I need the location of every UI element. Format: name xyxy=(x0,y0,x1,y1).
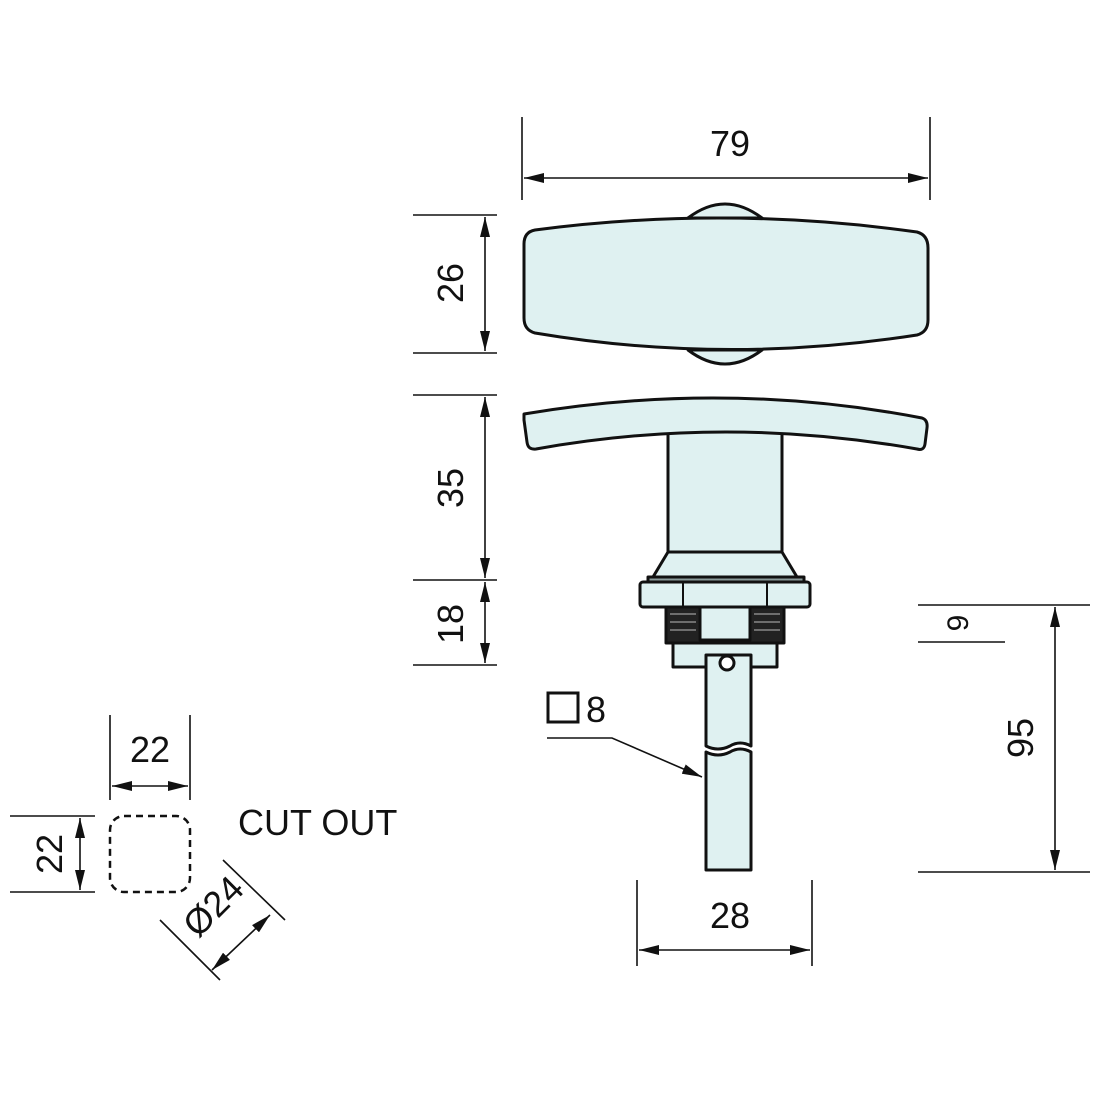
dimension-18-label: 18 xyxy=(430,604,471,644)
dimension-28: 28 xyxy=(636,880,813,966)
dimension-95-label: 95 xyxy=(1000,718,1041,758)
square-shaft-label: 8 xyxy=(586,689,606,730)
dimension-79-label: 79 xyxy=(710,123,750,164)
dimension-35: 35 xyxy=(413,394,497,581)
square-icon xyxy=(546,691,580,724)
dimension-26-label: 26 xyxy=(430,263,471,303)
handle-side-view xyxy=(522,396,929,872)
dimension-79: 79 xyxy=(521,117,931,200)
cutout-width-label: 22 xyxy=(130,729,170,770)
cutout-height-label: 22 xyxy=(29,834,70,874)
cutout-label: CUT OUT xyxy=(238,802,397,843)
dimension-18: 18 xyxy=(413,582,497,666)
cutout-diameter-label: Ø24 xyxy=(175,868,252,945)
dimension-35-label: 35 xyxy=(430,468,471,508)
dimension-28-label: 28 xyxy=(710,895,750,936)
dimension-26: 26 xyxy=(413,214,497,354)
dimension-95: 95 xyxy=(918,607,1090,873)
cutout: 22 22 Ø24 CUT OUT xyxy=(10,715,397,981)
dimension-9-label: 9 xyxy=(942,615,975,632)
handle-top-view xyxy=(522,202,930,366)
square-shaft-callout: 8 xyxy=(546,689,703,778)
dimension-9: 9 xyxy=(918,604,1090,643)
